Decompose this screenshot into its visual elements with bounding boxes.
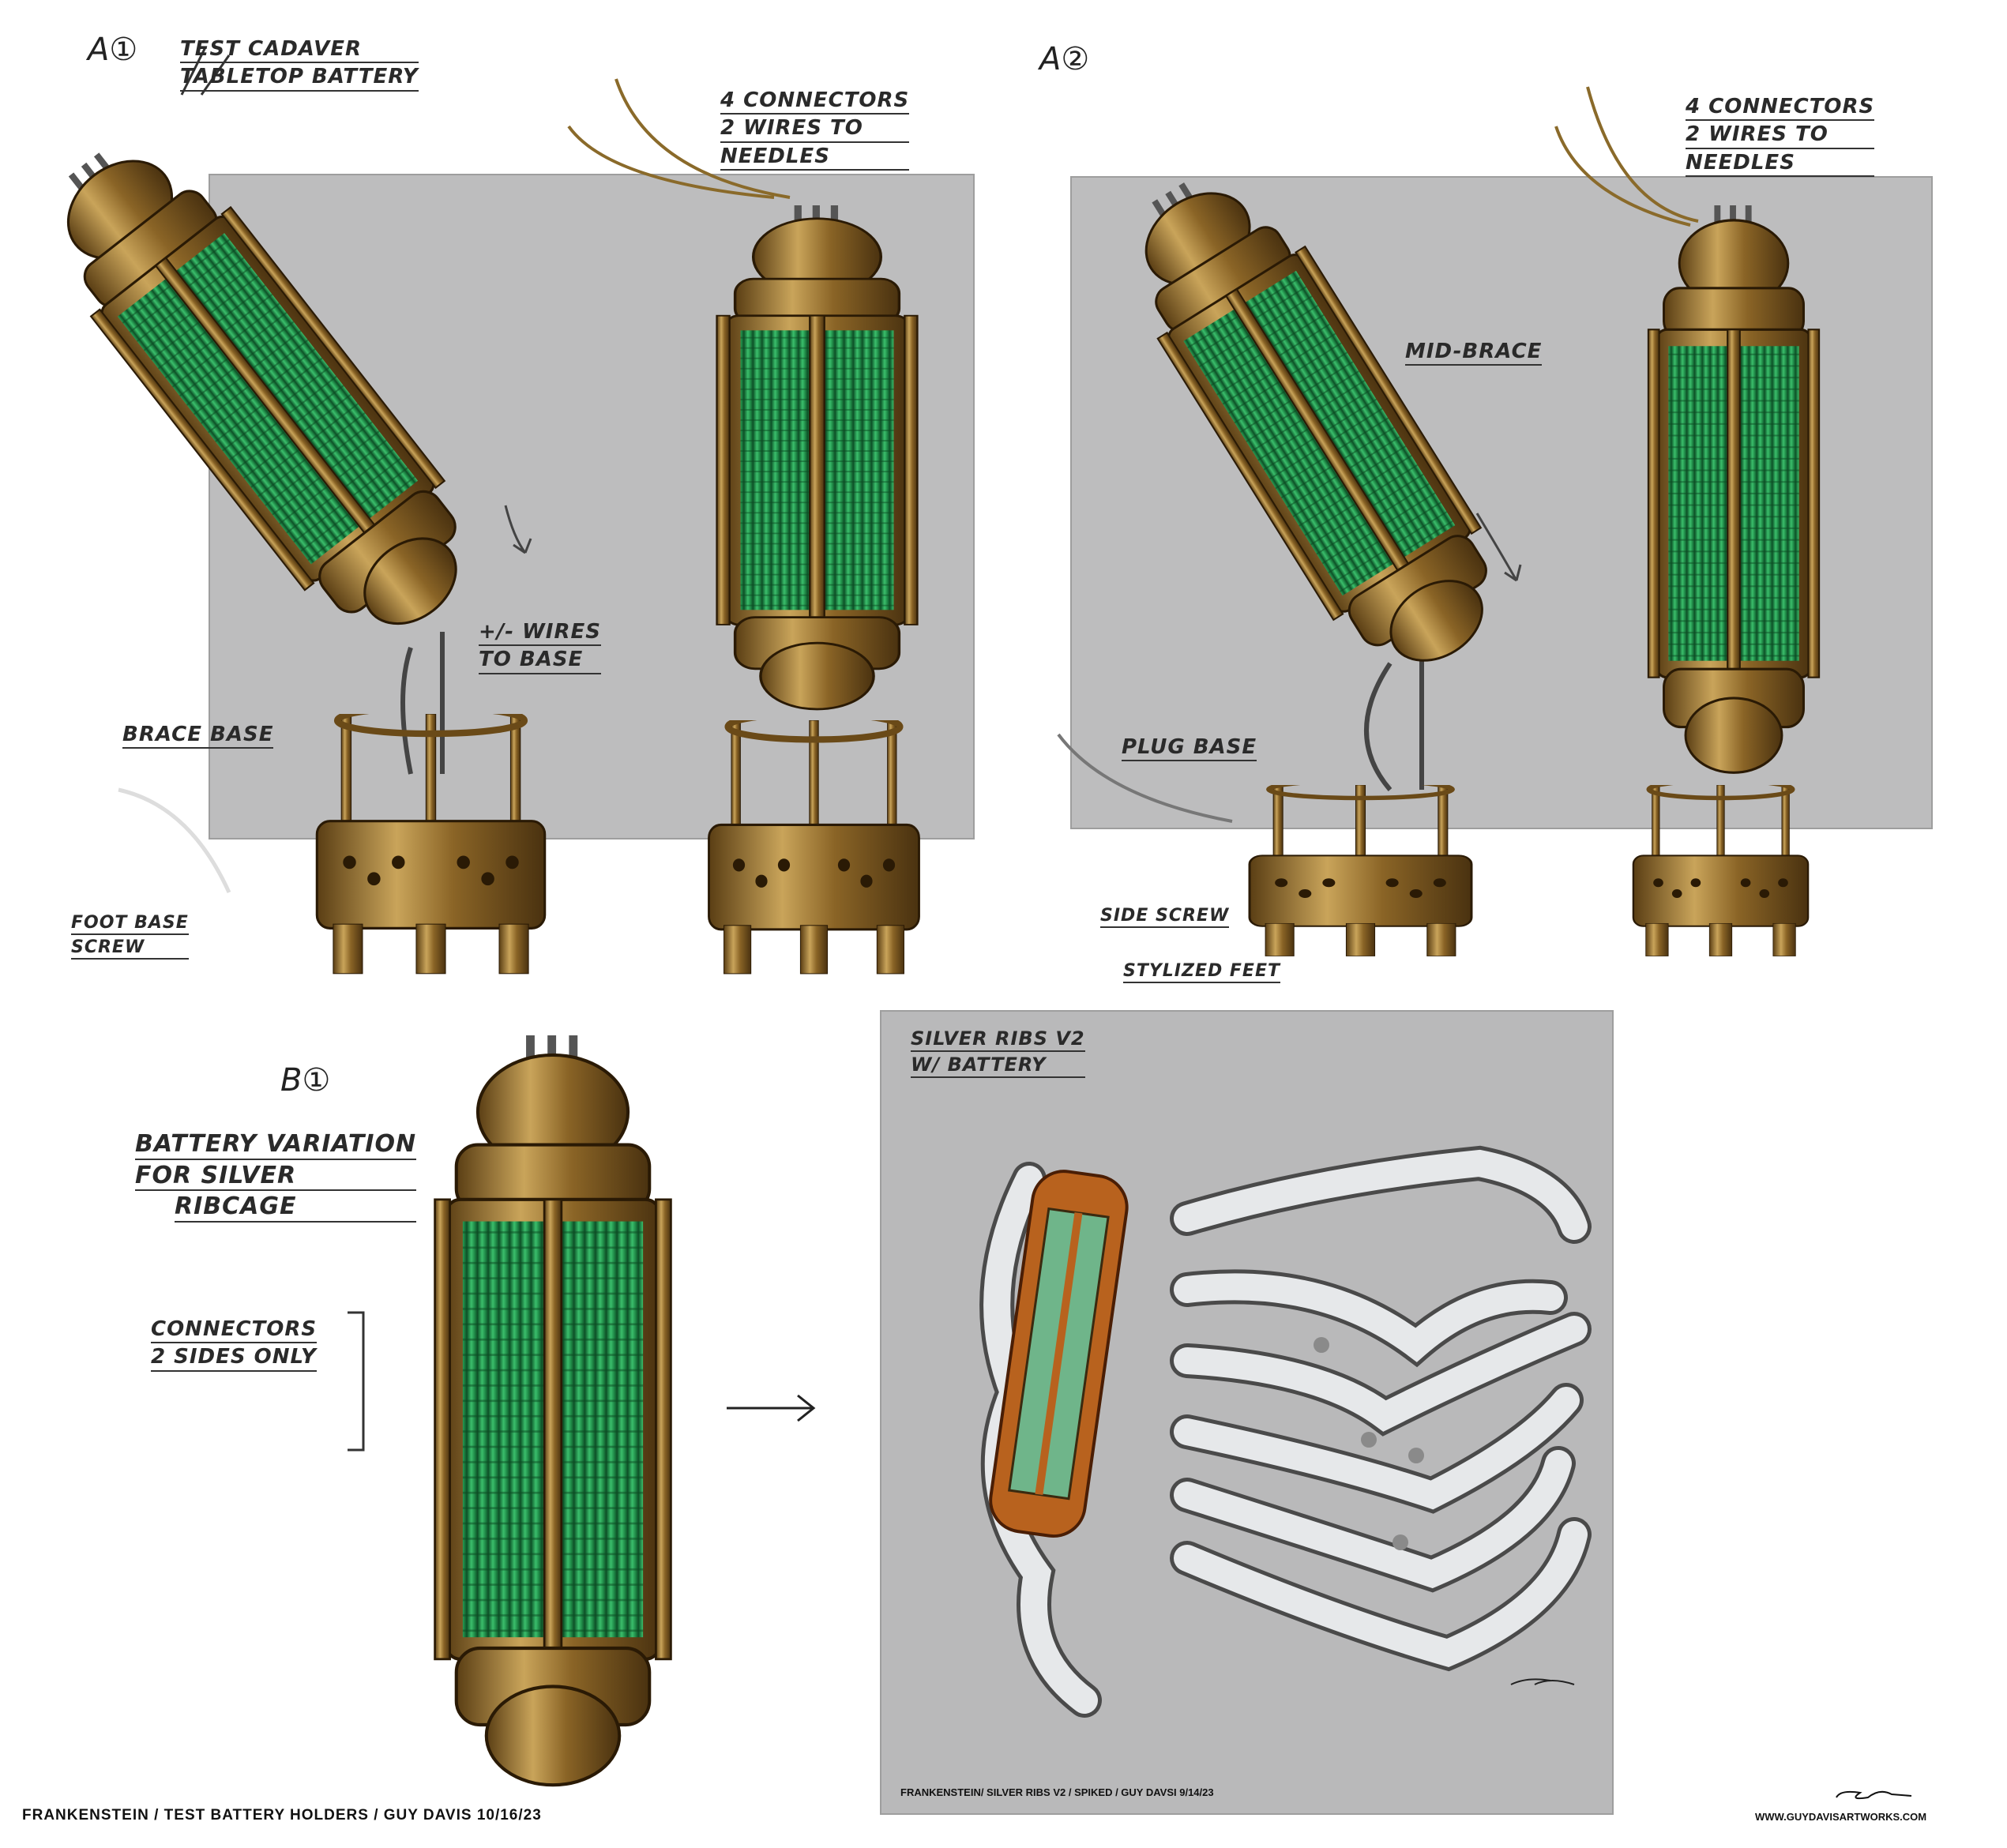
silver-ribs-caption: FRANKENSTEIN/ SILVER RIBS V2 / SPIKED / … <box>900 1786 1214 1798</box>
note-line: FOOT BASE <box>71 914 189 936</box>
note-line: STYLIZED FEET <box>1123 962 1280 984</box>
note-line: RIBCAGE <box>175 1194 417 1223</box>
note-line: SCREW <box>71 938 189 960</box>
note-line: 2 WIRES TO <box>720 118 910 143</box>
note-line: NEEDLES <box>720 145 910 171</box>
website-link[interactable]: WWW.GUYDAVISARTWORKS.COM <box>1755 1811 1927 1823</box>
note-line: FOR SILVER <box>135 1163 417 1191</box>
b1-connectors-note: CONNECTORS 2 SIDES ONLY <box>151 1318 318 1375</box>
note-line: +/- WIRES <box>479 621 601 647</box>
foot-base-screw-label: FOOT BASE SCREW <box>71 914 189 963</box>
plug-base-a2 <box>1242 785 1479 959</box>
side-screw-label: SIDE SCREW <box>1100 907 1230 931</box>
plug-base-a2-right <box>1627 785 1814 959</box>
stylized-feet-label: STYLIZED FEET <box>1123 962 1280 986</box>
battery-b1 <box>424 1035 682 1801</box>
battery-a1-upright <box>708 205 926 720</box>
artist-signature <box>1836 1790 1912 1800</box>
a1-title-line-1: TEST CADAVER <box>180 38 419 64</box>
note-line: SIDE SCREW <box>1100 907 1230 929</box>
section-tag-a2: A② <box>1039 41 1090 77</box>
note-line: SILVER RIBS V2 <box>911 1028 1085 1053</box>
brace-base-a1 <box>309 714 553 978</box>
mid-brace-label: MID-BRACE <box>1405 340 1543 369</box>
b1-title: BATTERY VARIATION FOR SILVER RIBCAGE <box>135 1132 417 1226</box>
a2-connectors-note: 4 CONNECTORS 2 WIRES TO NEEDLES <box>1686 96 1875 180</box>
note-line: 4 CONNECTORS <box>1686 96 1875 122</box>
note-line: BRACE BASE <box>122 723 274 749</box>
note-line: BATTERY VARIATION <box>135 1132 417 1160</box>
plug-base-label: PLUG BASE <box>1122 736 1257 764</box>
brace-base-label: BRACE BASE <box>122 723 274 752</box>
note-line: W/ BATTERY <box>911 1055 1085 1079</box>
a1-title: TEST CADAVER TABLETOP BATTERY <box>180 38 419 95</box>
sheet-caption: FRANKENSTEIN / TEST BATTERY HOLDERS / GU… <box>22 1807 542 1824</box>
a1-wires-note: +/- WIRES TO BASE <box>479 621 601 678</box>
note-line: 2 SIDES ONLY <box>151 1347 318 1372</box>
arrow-right-icon <box>727 1394 816 1422</box>
silver-ribcage-illustration <box>979 1145 1592 1718</box>
note-line: CONNECTORS <box>151 1318 318 1344</box>
section-tag-a1: A① <box>88 32 138 68</box>
note-line: TO BASE <box>479 649 601 674</box>
note-line: 4 CONNECTORS <box>720 89 910 115</box>
bracket-line <box>348 1311 365 1452</box>
a1-connectors-note: 4 CONNECTORS 2 WIRES TO NEEDLES <box>720 89 910 174</box>
brace-base-a1-right <box>701 720 926 978</box>
a1-title-line-2: TABLETOP BATTERY <box>180 66 419 92</box>
note-line: 2 WIRES TO <box>1686 124 1875 149</box>
note-line: MID-BRACE <box>1405 340 1543 366</box>
battery-a2-upright <box>1641 205 1827 785</box>
silver-ribs-title: SILVER RIBS V2 W/ BATTERY <box>911 1028 1085 1081</box>
section-tag-b1: B① <box>280 1062 331 1099</box>
note-line: NEEDLES <box>1686 152 1875 177</box>
note-line: PLUG BASE <box>1122 736 1257 762</box>
